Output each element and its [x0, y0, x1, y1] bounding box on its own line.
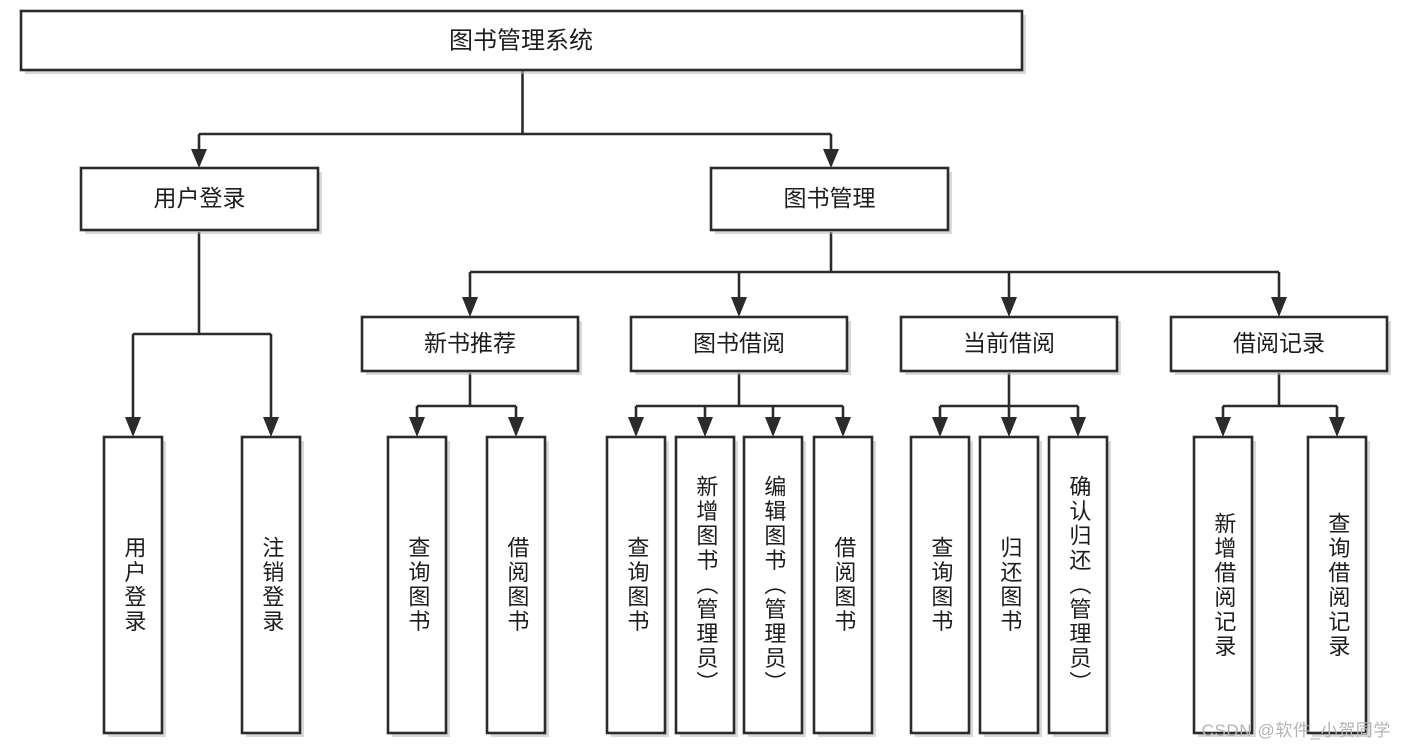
node-leaf-user-logout[interactable]: [240, 435, 304, 737]
arrowhead-current-borrow: [1001, 297, 1017, 317]
node-book-manage[interactable]: 图书管理: [709, 166, 952, 234]
node-leaf-return-book[interactable]: [978, 435, 1042, 737]
arrowhead-book-borrow: [731, 297, 747, 317]
arrowhead-leaf-return-book: [1001, 417, 1017, 437]
node-new-book-recommend[interactable]: 新书推荐: [360, 315, 582, 375]
arrowhead-new-book-recommend: [462, 297, 478, 317]
node-book-borrow[interactable]: 图书借阅: [629, 315, 851, 375]
arrowhead-leaf-edit-book: [765, 417, 781, 437]
node-leaf-query-record[interactable]: [1306, 435, 1370, 737]
arrowhead-leaf-query-book-2: [628, 417, 644, 437]
node-book-borrow-label: 图书借阅: [693, 330, 785, 356]
node-layer: 图书管理系统 用户登录 图书管理 新书推荐: [19, 9, 1391, 737]
arrowhead-leaf-query-book-3: [932, 417, 948, 437]
node-leaf-query-book-3[interactable]: [909, 435, 973, 737]
node-leaf-query-book-1[interactable]: [386, 435, 450, 737]
node-leaf-user-login[interactable]: [102, 435, 166, 737]
node-leaf-add-book[interactable]: [674, 435, 738, 737]
node-leaf-add-record[interactable]: [1192, 435, 1256, 737]
arrowhead-leaf-user-login: [125, 417, 141, 437]
node-leaf-edit-book[interactable]: [742, 435, 806, 737]
node-borrow-record[interactable]: 借阅记录: [1169, 315, 1391, 375]
arrowhead-leaf-borrow-book-1: [508, 417, 524, 437]
csdn-watermark: CSDN @软件_小贺同学: [1201, 721, 1391, 740]
arrowhead-leaf-user-logout: [263, 417, 279, 437]
node-current-borrow-label: 当前借阅: [963, 330, 1055, 356]
arrowhead-user-login: [191, 149, 207, 168]
node-leaf-query-book-2[interactable]: [605, 435, 669, 737]
arrowhead-leaf-query-record: [1329, 417, 1345, 437]
node-book-manage-label: 图书管理: [784, 185, 876, 211]
arrowhead-leaf-query-book-1: [409, 417, 425, 437]
node-new-book-recommend-label: 新书推荐: [424, 330, 516, 356]
node-root-label: 图书管理系统: [449, 27, 593, 54]
arrowhead-leaf-add-record: [1215, 417, 1231, 437]
node-leaf-borrow-book-2[interactable]: [812, 435, 876, 737]
arrowhead-leaf-borrow-book-2: [835, 417, 851, 437]
node-borrow-record-label: 借阅记录: [1233, 330, 1325, 356]
arrowhead-borrow-record: [1271, 297, 1287, 317]
arrowhead-book-manage: [823, 149, 839, 168]
arrowhead-leaf-add-book: [697, 417, 713, 437]
node-leaf-confirm-return[interactable]: [1047, 435, 1111, 737]
arrowhead-leaf-confirm-return: [1070, 417, 1086, 437]
node-user-login[interactable]: 用户登录: [79, 166, 322, 234]
node-leaf-borrow-book-1[interactable]: [485, 435, 549, 737]
node-current-borrow[interactable]: 当前借阅: [899, 315, 1121, 375]
connector-layer: [125, 70, 1345, 437]
node-user-login-label: 用户登录: [154, 185, 246, 211]
node-root[interactable]: 图书管理系统: [19, 9, 1026, 74]
